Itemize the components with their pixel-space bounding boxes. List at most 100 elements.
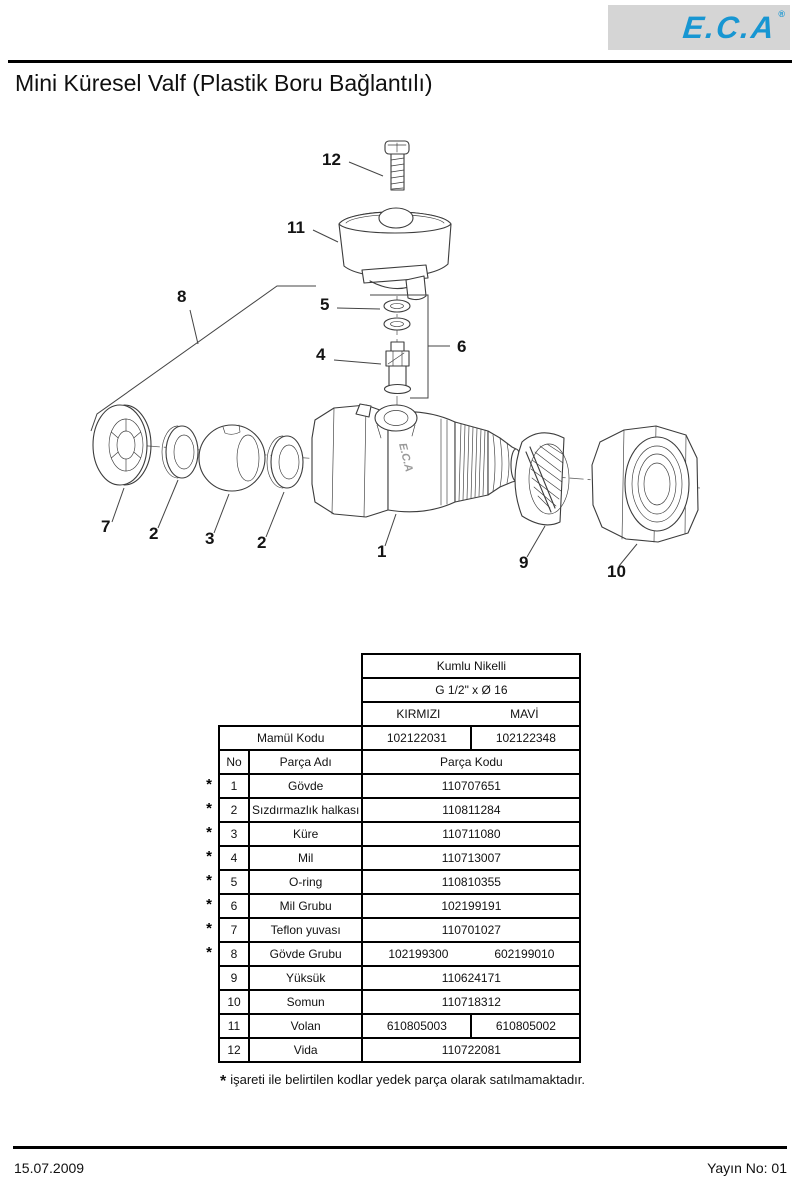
- o-ring-part: [383, 299, 411, 331]
- color-red-label: KIRMIZI: [396, 706, 441, 721]
- part-name-cell: Mil Grubu: [247, 893, 364, 919]
- col-name-header: Parça Adı: [247, 749, 364, 775]
- footnote: *işareti ile belirtilen kodlar yedek par…: [220, 1071, 586, 1090]
- table-row: 5 O-ring 110810355: [218, 869, 582, 895]
- part-code-cell: 110722081: [361, 1037, 582, 1063]
- parts-table-wrapper: Kumlu Nikelli G 1/2" x Ø 16 KIRMIZI MAVİ…: [206, 653, 582, 1063]
- callout-1: 1: [377, 542, 386, 561]
- handle-part: [338, 207, 452, 301]
- product-code-red-cell: 102122031: [361, 725, 473, 751]
- stem-part: [383, 341, 412, 395]
- part-code-cell: 110624171: [361, 965, 582, 991]
- col-no-header: No: [218, 749, 250, 775]
- product-code-row: Mamül Kodu 102122031 102122348: [217, 725, 582, 751]
- callout-3: 3: [205, 529, 214, 548]
- table-row: 9 Yüksük 110624171: [218, 965, 582, 991]
- star-marker: *: [206, 920, 212, 937]
- part-no-cell: 4: [218, 845, 250, 871]
- callout-12: 12: [322, 150, 341, 169]
- star-marker: *: [206, 848, 212, 865]
- callout-11: 11: [287, 218, 305, 237]
- part-name-cell: O-ring: [247, 869, 364, 895]
- part-code-red-cell: 610805003: [361, 1013, 473, 1039]
- part-no-cell: 5: [218, 869, 250, 895]
- col-code-header: Parça Kodu: [361, 749, 582, 775]
- stem-group-bracket: [370, 294, 450, 399]
- table-row: 10 Somun 110718312: [218, 989, 582, 1015]
- part-no-cell: 7: [218, 917, 250, 943]
- table-row: 12 Vida 110722081: [218, 1037, 582, 1063]
- star-marker: *: [206, 800, 212, 817]
- part-code-blue-cell: 610805002: [470, 1013, 582, 1039]
- footer-issue-number: Yayın No: 01: [707, 1160, 787, 1176]
- eca-logo-text: E.C.A: [681, 9, 778, 45]
- parts-table: Kumlu Nikelli G 1/2" x Ø 16 KIRMIZI MAVİ…: [217, 653, 582, 1063]
- part-no-cell: 11: [218, 1013, 250, 1039]
- teflon-seat-part: [92, 404, 152, 486]
- part-no-cell: 6: [218, 893, 250, 919]
- column-header-row: No Parça Adı Parça Kodu: [218, 749, 582, 775]
- product-code-blue-cell: 102122348: [470, 725, 582, 751]
- color-cell: KIRMIZI MAVİ: [361, 701, 582, 727]
- part-name-cell: Yüksük: [247, 965, 364, 991]
- footer-rule: [13, 1146, 787, 1149]
- footnote-star: *: [220, 1073, 227, 1090]
- finish-row: Kumlu Nikelli: [219, 653, 582, 679]
- seal-ring-left-part: [161, 425, 199, 479]
- part-name-cell: Sızdırmazlık halkası: [247, 797, 364, 823]
- screw-part: [384, 140, 410, 191]
- callout-9: 9: [519, 553, 528, 572]
- ball-part: [198, 424, 266, 492]
- part-name-cell: Somun: [247, 989, 364, 1015]
- part-code-cell: 102199300 602199010: [361, 941, 582, 967]
- star-marker: *: [206, 944, 212, 961]
- callout-8: 8: [177, 287, 186, 306]
- footer-date: 15.07.2009: [14, 1160, 85, 1176]
- part-no-cell: 12: [218, 1037, 250, 1063]
- part-name-cell: Gövde Grubu: [247, 941, 364, 967]
- part-name-cell: Küre: [247, 821, 364, 847]
- sleeve-part: [514, 432, 570, 526]
- part-no-cell: 8: [218, 941, 250, 967]
- page-title: Mini Küresel Valf (Plastik Boru Bağlantı…: [15, 70, 433, 96]
- part-code-cell: 110711080: [361, 821, 582, 847]
- table-row: 11 Volan 610805003 610805002: [218, 1013, 582, 1039]
- seal-ring-right-part: [266, 435, 304, 489]
- footnote-text: işareti ile belirtilen kodlar yedek parç…: [230, 1072, 586, 1087]
- callout-10: 10: [607, 562, 626, 581]
- table-row: 6 Mil Grubu 102199191: [218, 893, 582, 919]
- part-code-cell: 110811284: [361, 797, 582, 823]
- header-rule: [8, 60, 792, 63]
- part-no-cell: 10: [218, 989, 250, 1015]
- callout-2a: 2: [149, 524, 158, 543]
- eca-logo: E.C.A ®: [608, 5, 790, 50]
- part-code-cell: 110718312: [361, 989, 582, 1015]
- table-row: 7 Teflon yuvası 110701027: [218, 917, 582, 943]
- part-name-cell: Mil: [247, 845, 364, 871]
- product-code-label-cell: Mamül Kodu: [217, 725, 364, 751]
- part-name-cell: Volan: [247, 1013, 364, 1039]
- table-row: 1 Gövde 110707651: [218, 773, 582, 799]
- registered-trademark-icon: ®: [778, 9, 785, 19]
- star-marker: *: [206, 872, 212, 889]
- part-name-cell: Teflon yuvası: [247, 917, 364, 943]
- star-marker: *: [206, 896, 212, 913]
- part-code-cell: 102199191: [361, 893, 582, 919]
- body-group-line: [90, 285, 316, 432]
- table-row: 4 Mil 110713007: [218, 845, 582, 871]
- callout-2b: 2: [257, 533, 266, 552]
- exploded-valve-diagram: E.C.A: [90, 140, 701, 581]
- part-code-cell: 110701027: [361, 917, 582, 943]
- size-cell: G 1/2" x Ø 16: [361, 677, 582, 703]
- callout-5: 5: [320, 295, 329, 314]
- part-no-cell: 2: [218, 797, 250, 823]
- size-row: G 1/2" x Ø 16: [219, 677, 582, 703]
- part-no-cell: 3: [218, 821, 250, 847]
- star-marker: *: [206, 776, 212, 793]
- color-blue-label: MAVİ: [510, 706, 539, 721]
- nut-part: [591, 425, 699, 543]
- table-row: 2 Sızdırmazlık halkası 110811284: [218, 797, 582, 823]
- part-code-cell: 110810355: [361, 869, 582, 895]
- part-code-cell: 110707651: [361, 773, 582, 799]
